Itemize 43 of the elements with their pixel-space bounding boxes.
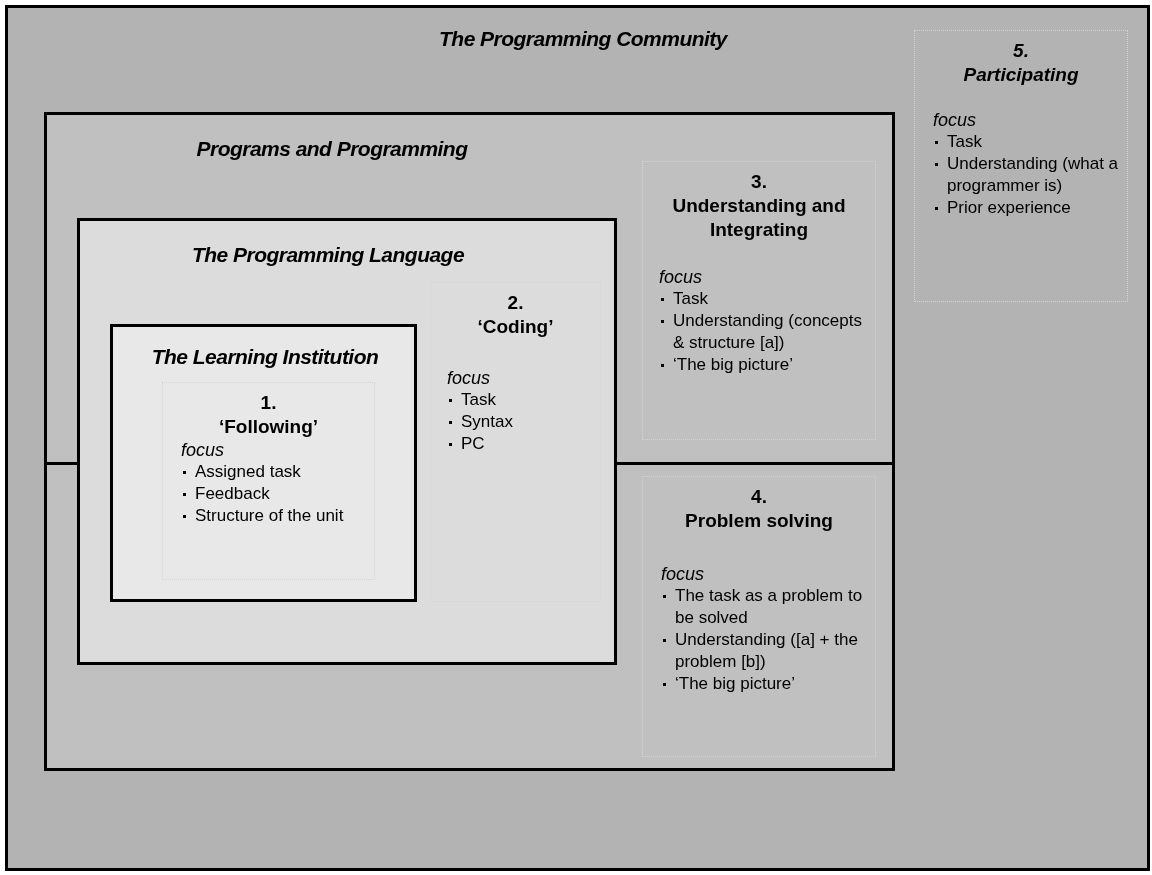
bullet-item: Task <box>673 288 708 310</box>
step-number: 2. <box>506 291 525 315</box>
bullet-item: Understanding (concepts & structure [a]) <box>673 310 863 354</box>
step-title: ‘Coding’ <box>476 315 555 339</box>
step-box <box>914 30 1128 302</box>
focus-label: focus <box>447 367 492 389</box>
box-title: The Programming Community <box>439 26 727 52</box>
step-title: ‘Following’ <box>217 415 320 439</box>
nested-box <box>110 324 417 602</box>
step-number: 5. <box>1012 39 1030 63</box>
bullet-item: Understanding (what a programmer is) <box>947 153 1120 197</box>
step-number: 3. <box>750 170 768 194</box>
step-box <box>642 476 876 757</box>
bullet-item: PC <box>461 433 485 455</box>
bullet-item: Assigned task <box>195 461 301 483</box>
focus-label: focus <box>659 266 704 288</box>
bullet-item: The task as a problem to be solved <box>675 585 864 629</box>
bullet-item: Structure of the unit <box>195 505 344 527</box>
step-title: Understanding and Integrating <box>671 194 847 242</box>
focus-label: focus <box>933 109 978 131</box>
bullet-item: Understanding ([a] + the problem [b]) <box>675 629 859 673</box>
box-title: Programs and Programming <box>196 136 468 162</box>
nested-box <box>5 5 1150 871</box>
focus-label: focus <box>661 563 706 585</box>
step-box <box>642 161 876 440</box>
focus-label: focus <box>181 439 226 461</box>
step-title: Problem solving <box>684 509 834 533</box>
step-box <box>162 382 375 580</box>
bullet-item: ‘The big picture’ <box>673 354 793 376</box>
bullet-item: Syntax <box>461 411 513 433</box>
nested-box <box>44 112 895 771</box>
bullet-item: ‘The big picture’ <box>675 673 795 695</box>
step-title: Participating <box>962 63 1080 87</box>
bullet-item: Task <box>947 131 982 153</box>
step-number: 1. <box>259 391 278 415</box>
nested-box <box>77 218 617 665</box>
bullet-item: Prior experience <box>947 197 1071 219</box>
bullet-item: Feedback <box>195 483 270 505</box>
bullet-item: Task <box>461 389 496 411</box>
step-number: 4. <box>750 485 768 509</box>
step-box <box>430 282 601 602</box>
box-title: The Programming Language <box>191 242 465 268</box>
box-title: The Learning Institution <box>151 344 379 370</box>
